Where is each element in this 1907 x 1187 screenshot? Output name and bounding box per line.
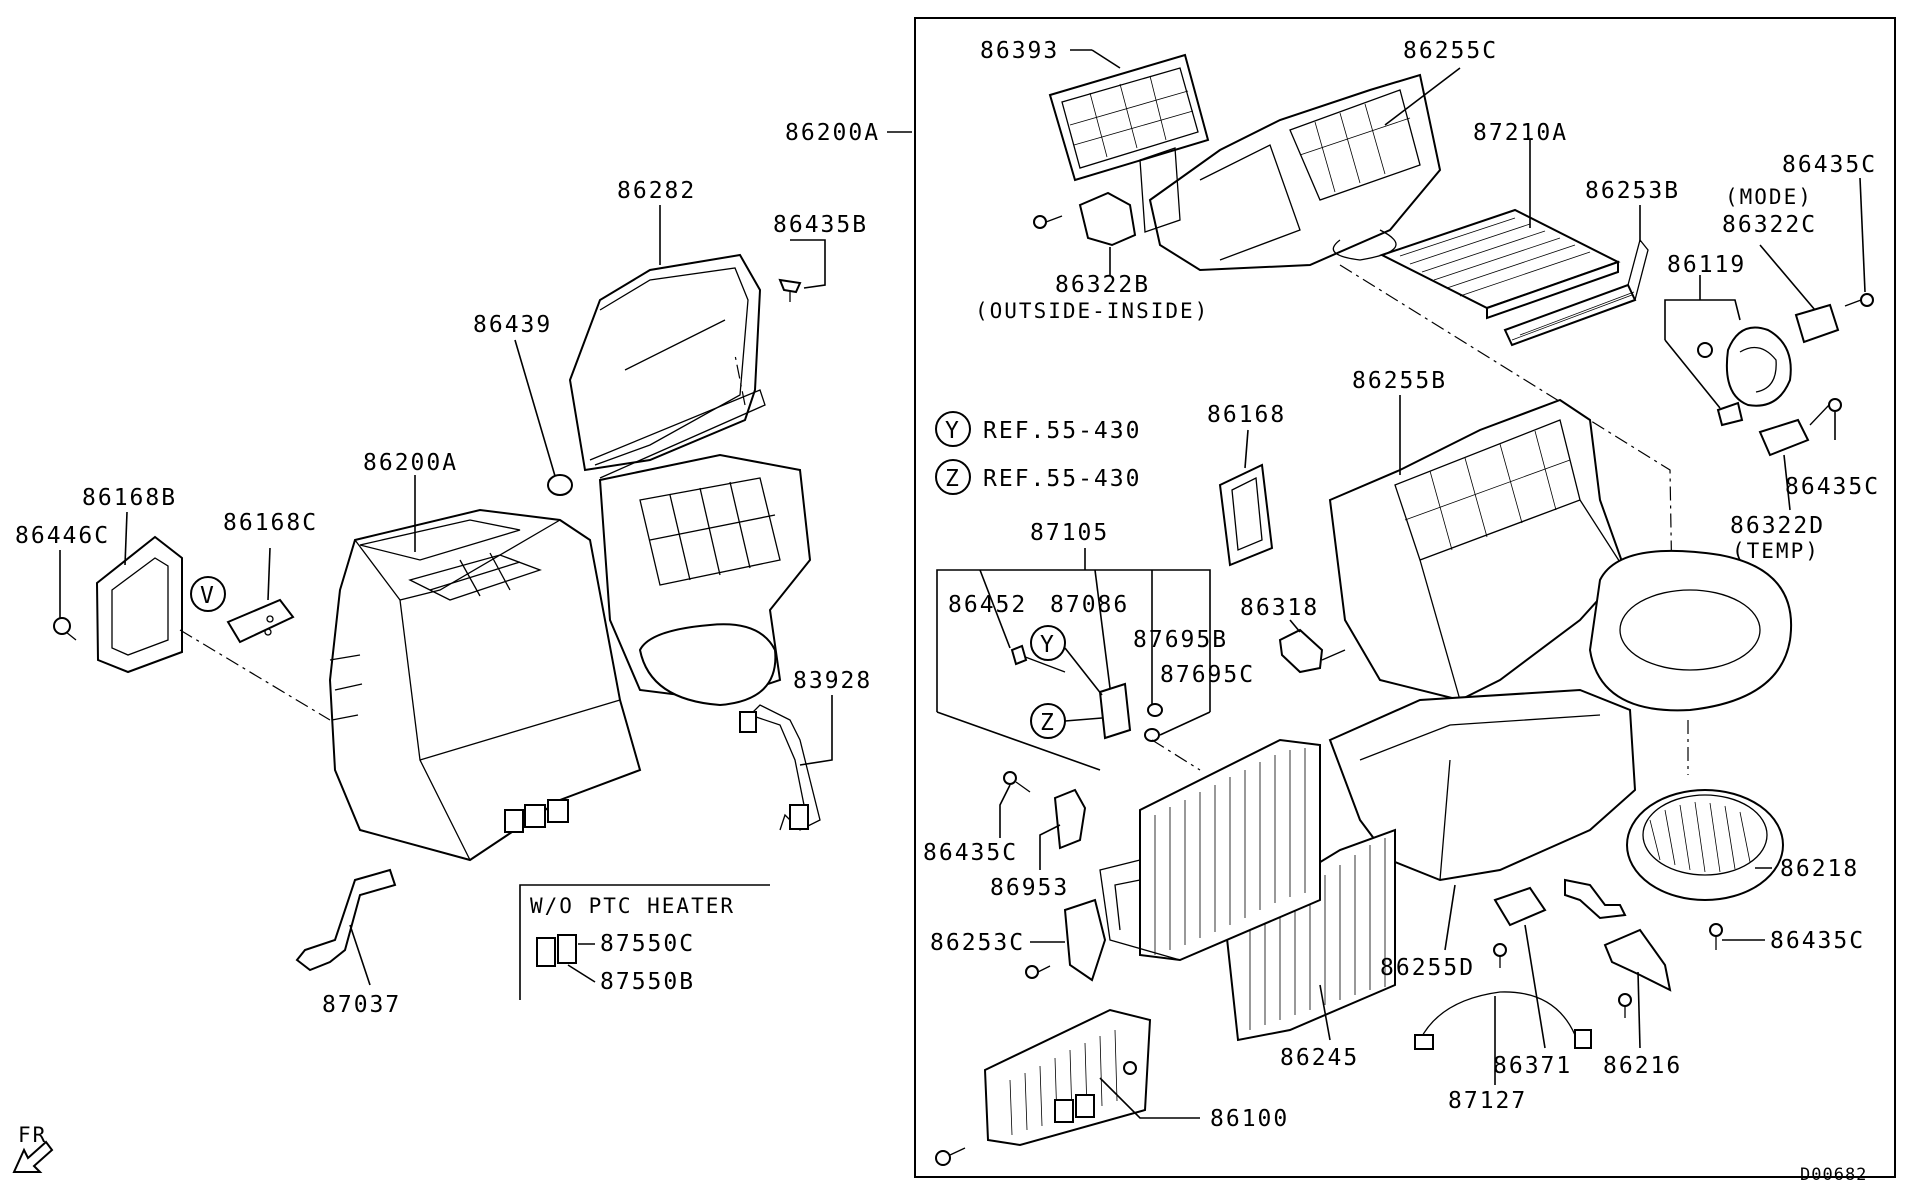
label-86245: 86245	[1280, 1045, 1359, 1071]
label-mode: (MODE)	[1725, 185, 1813, 209]
document-id: D00682	[1800, 1165, 1867, 1185]
front-marker-text: FR	[18, 1123, 47, 1147]
ptc-heater-callout: W/O PTC HEATER	[519, 884, 770, 1000]
label-86255b: 86255B	[1352, 368, 1447, 394]
label-86100: 86100	[1210, 1106, 1289, 1132]
label-86253c: 86253C	[930, 930, 1025, 956]
label-86255c: 86255C	[1403, 38, 1498, 64]
callout-y-letter: Y	[1040, 632, 1056, 658]
reference-callouts: V Y REF.55-430 Z REF.55-430 Y Z	[190, 411, 1141, 739]
label-86119: 86119	[1667, 252, 1746, 278]
label-86322c: 86322C	[1722, 212, 1817, 238]
heater-unit-assembly	[53, 253, 821, 972]
label-87037: 87037	[322, 992, 401, 1018]
ref-z-text: REF.55-430	[983, 466, 1141, 492]
label-86435c-right-2: 86435C	[1785, 474, 1880, 500]
callout-z-letter: Z	[1040, 710, 1056, 736]
label-87127: 87127	[1448, 1088, 1527, 1114]
label-86200a-main: 86200A	[785, 120, 880, 146]
label-86371: 86371	[1493, 1053, 1572, 1079]
ref-z-letter: Z	[945, 466, 961, 492]
ptc-box-title: W/O PTC HEATER	[530, 894, 735, 918]
label-86393: 86393	[980, 38, 1059, 64]
callout-v-letter: V	[200, 583, 216, 609]
label-86446c: 86446C	[15, 523, 110, 549]
exploded-view-frame	[914, 17, 1896, 1178]
label-87086: 87086	[1050, 592, 1129, 618]
label-86435c-left: 86435C	[923, 840, 1018, 866]
label-outside-inside: (OUTSIDE-INSIDE)	[975, 299, 1209, 323]
label-86282: 86282	[617, 178, 696, 204]
label-86318: 86318	[1240, 595, 1319, 621]
label-86218: 86218	[1780, 856, 1859, 882]
ref-y-letter: Y	[945, 418, 961, 444]
label-87105: 87105	[1030, 520, 1109, 546]
leader-lines	[59, 49, 1866, 1119]
exploded-parts	[935, 53, 1874, 1166]
ref-y-text: REF.55-430	[983, 418, 1141, 444]
label-86435b: 86435B	[773, 212, 868, 238]
label-86452: 86452	[948, 592, 1027, 618]
part-labels: 86393 86255C 86200A 87210A 86253B 86435C…	[15, 38, 1880, 1132]
label-86168: 86168	[1207, 402, 1286, 428]
label-87210a: 87210A	[1473, 120, 1568, 146]
label-86439: 86439	[473, 312, 552, 338]
label-86200a-left: 86200A	[363, 450, 458, 476]
label-86168c: 86168C	[223, 510, 318, 536]
label-86322d: 86322D	[1730, 513, 1825, 539]
label-86322b: 86322B	[1055, 272, 1150, 298]
label-86435c-bottom-right: 86435C	[1770, 928, 1865, 954]
label-86435c-top-right: 86435C	[1782, 152, 1877, 178]
front-arrow-icon	[12, 1140, 54, 1173]
label-86168b: 86168B	[82, 485, 177, 511]
label-87695b: 87695B	[1133, 627, 1228, 653]
label-86253b: 86253B	[1585, 178, 1680, 204]
label-87695c: 87695C	[1160, 662, 1255, 688]
label-87550c: 87550C	[600, 931, 695, 957]
label-86953: 86953	[990, 875, 1069, 901]
label-86255d: 86255D	[1380, 955, 1475, 981]
label-86216: 86216	[1603, 1053, 1682, 1079]
label-temp: (TEMP)	[1732, 539, 1820, 563]
label-83928: 83928	[793, 668, 872, 694]
front-direction-marker: FR	[12, 1123, 54, 1173]
label-87550b: 87550B	[600, 969, 695, 995]
